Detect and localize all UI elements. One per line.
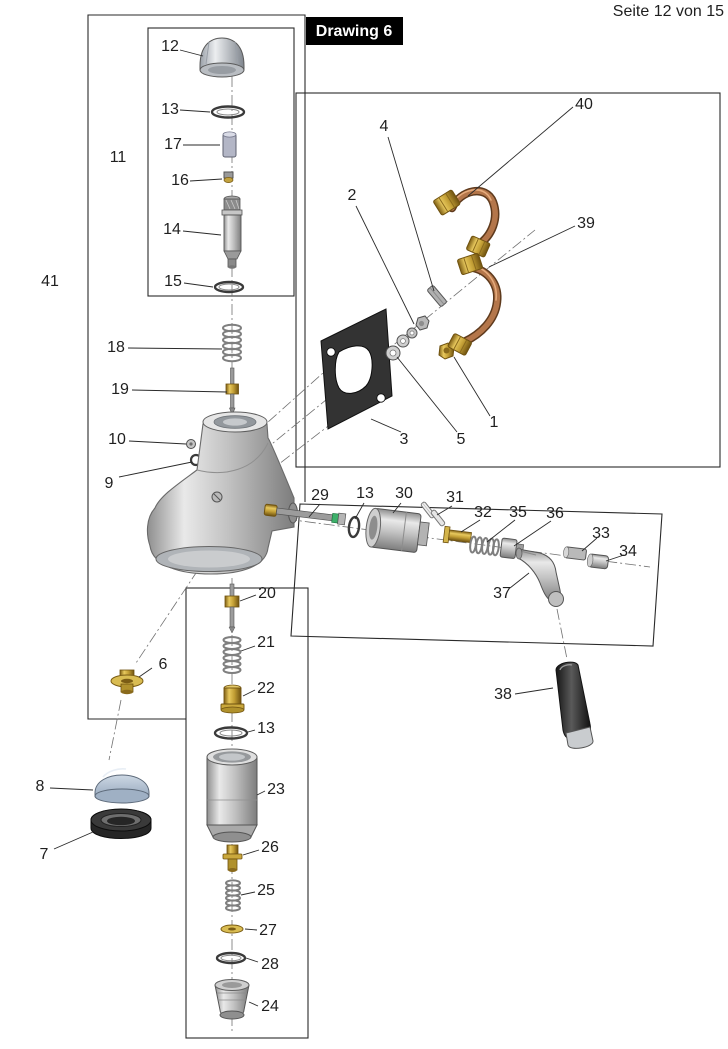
leader-lines — [49, 49, 625, 1007]
part-3-gasket — [320, 308, 393, 430]
part-18-spring — [222, 323, 242, 363]
callout-8: 8 — [36, 778, 45, 795]
detail-frame-lever — [290, 503, 663, 647]
group-head-body — [146, 411, 298, 575]
callout-17: 17 — [164, 136, 182, 153]
callout-1: 1 — [490, 414, 499, 431]
detail-frame-piping — [295, 92, 721, 468]
callout-2: 2 — [348, 187, 357, 204]
part-28-o-ring — [215, 951, 247, 965]
callout-24: 24 — [261, 998, 279, 1015]
callout-37: 37 — [493, 585, 511, 602]
callout-35: 35 — [509, 504, 527, 521]
part-35-spring-small — [469, 535, 500, 557]
detail-frame-valve — [147, 27, 295, 297]
callout-19: 19 — [111, 381, 129, 398]
part-8-dispersion-dome — [94, 768, 150, 804]
part-26-jet-fitting — [222, 844, 243, 872]
part-23-piston-sleeve — [206, 748, 258, 843]
callout-7: 7 — [40, 846, 49, 863]
frames — [87, 14, 721, 1039]
part-24-cone-nozzle — [214, 979, 250, 1020]
part-10-screw — [186, 439, 196, 449]
callout-6: 6 — [159, 656, 168, 673]
callout-41: 41 — [41, 273, 59, 290]
callout-15: 15 — [164, 273, 182, 290]
callout-40: 40 — [575, 96, 593, 113]
drawing-badge-label: Drawing 6 — [316, 23, 393, 40]
callout-5: 5 — [457, 431, 466, 448]
callout-22: 22 — [257, 680, 275, 697]
part-37-lever-fork — [515, 547, 564, 607]
part-17-pin-cylinder — [222, 131, 237, 158]
part-40-pipe — [433, 186, 500, 258]
part-31-pins — [420, 501, 446, 527]
callout-10: 10 — [108, 431, 126, 448]
part-13-o-ring-top — [210, 105, 246, 119]
part-6-brass-gland — [110, 669, 144, 695]
callout-4: 4 — [380, 118, 389, 135]
callout-39: 39 — [577, 215, 595, 232]
callout-9: 9 — [105, 475, 114, 492]
callout-29: 29 — [311, 487, 329, 504]
callout-13-mid: 13 — [356, 485, 374, 502]
callout-28: 28 — [261, 956, 279, 973]
drawing-badge: Drawing 6 — [306, 17, 403, 45]
part-33-pin-cylinder — [563, 546, 587, 561]
part-2-nut-washers — [396, 315, 430, 348]
part-27-brass-washer — [220, 924, 244, 934]
callout-26: 26 — [261, 839, 279, 856]
callout-30: 30 — [395, 485, 413, 502]
callout-27: 27 — [259, 922, 277, 939]
part-29-stem — [263, 503, 347, 526]
detail-frame-lower — [185, 587, 309, 1039]
part-13-o-ring-lower — [213, 726, 249, 740]
callout-20: 20 — [258, 585, 276, 602]
part-32-piston — [442, 525, 472, 544]
callout-18: 18 — [107, 339, 125, 356]
assembly-frame-main — [87, 14, 306, 720]
part-38-handle — [555, 661, 594, 749]
callout-16: 16 — [171, 172, 189, 189]
callout-38: 38 — [494, 686, 512, 703]
part-39-pipe — [447, 253, 502, 356]
part-15-o-ring — [213, 280, 245, 294]
callout-13-lower: 13 — [257, 720, 275, 737]
part-20-stem — [224, 583, 240, 634]
callout-25: 25 — [257, 882, 275, 899]
part-21-spring — [222, 636, 242, 674]
page-indicator: Seite 12 von 15 — [613, 3, 724, 20]
part-13-o-ring-mid — [347, 515, 361, 539]
callout-labels: 12 13 17 16 11 14 15 18 19 10 9 41 2 4 4… — [36, 38, 637, 1015]
part-34-cap — [586, 553, 609, 570]
part-7-group-gasket — [90, 808, 152, 839]
part-25-spring-small — [225, 879, 241, 912]
callout-14: 14 — [163, 221, 181, 238]
callout-31: 31 — [446, 489, 464, 506]
part-22-bushing — [220, 684, 245, 714]
callout-34: 34 — [619, 543, 637, 560]
callout-23: 23 — [267, 781, 285, 798]
part-14-valve-body — [221, 195, 243, 269]
callout-33: 33 — [592, 525, 610, 542]
callout-13-top: 13 — [161, 101, 179, 118]
part-19-valve-stem — [225, 367, 239, 416]
part-5-washer — [385, 345, 401, 361]
callout-3: 3 — [400, 431, 409, 448]
callout-32: 32 — [474, 504, 492, 521]
part-16-set-screw — [223, 171, 234, 183]
callout-36: 36 — [546, 505, 564, 522]
callout-12: 12 — [161, 38, 179, 55]
callout-21: 21 — [257, 634, 275, 651]
part-4-pin — [427, 285, 447, 307]
callout-11: 11 — [110, 149, 127, 166]
part-12-dome-cap — [199, 37, 245, 78]
part-30-valve-sleeve — [365, 507, 430, 553]
